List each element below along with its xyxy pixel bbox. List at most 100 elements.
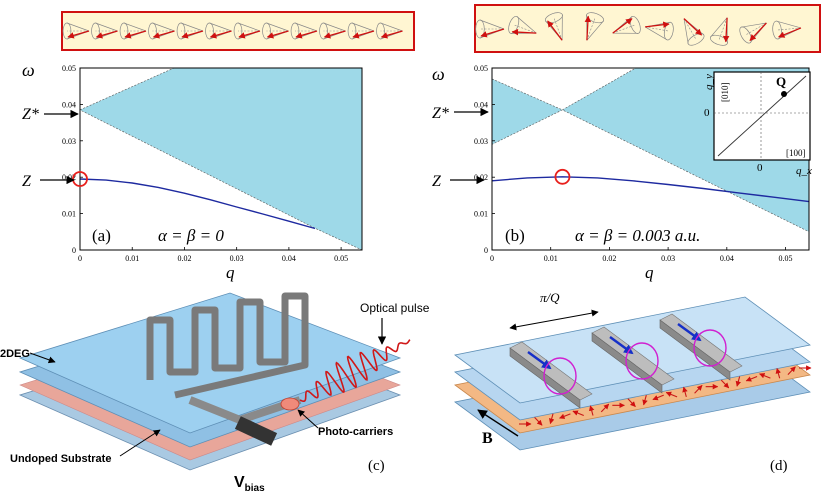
helix-spin-arrow xyxy=(559,413,571,419)
spin-cone xyxy=(347,22,375,40)
spin-cone xyxy=(290,22,318,40)
inset-qx-label: q_x xyxy=(796,165,812,177)
photo-carriers-spot xyxy=(280,397,300,411)
x-tick-label: 0.01 xyxy=(125,254,139,263)
gate-side xyxy=(659,319,731,381)
spin-cone xyxy=(119,22,147,40)
spin-cone xyxy=(683,18,705,46)
y-tick-label: 0.01 xyxy=(474,210,488,219)
gate-stripes xyxy=(509,313,743,409)
panel-label-a: (a) xyxy=(92,226,111,245)
x-tick-label: 0.02 xyxy=(177,254,191,263)
period-label: π/Q xyxy=(540,290,560,305)
spin-cone xyxy=(91,22,118,40)
photo-carriers-label: Photo-carriers xyxy=(318,426,393,438)
z-label-b: Z xyxy=(432,173,442,190)
current-loop xyxy=(625,342,659,380)
panel-label-b: (b) xyxy=(505,226,525,245)
spin-cone xyxy=(508,15,537,36)
inset-q-plane: Q 0 0 [100] q_x [010] q_y xyxy=(703,71,812,177)
inset-y-dir: [010] xyxy=(720,83,730,103)
helix-spin-arrow xyxy=(775,367,781,379)
spin-cone xyxy=(205,22,232,40)
spin-cone xyxy=(612,15,641,34)
formula-a: α = β = 0 xyxy=(158,226,224,245)
helix-spin-arrow xyxy=(642,394,648,406)
x-tick-label: 0.03 xyxy=(661,254,675,263)
spin-cone xyxy=(376,22,403,40)
gate-side xyxy=(509,347,581,409)
zstar-label-b: Z* xyxy=(432,105,449,122)
spin-cone xyxy=(319,22,346,40)
helix-spin-arrow xyxy=(759,373,771,379)
substrate-arrow xyxy=(119,429,161,457)
y-tick-label: 0.02 xyxy=(474,173,488,182)
spin-cones-a xyxy=(62,22,403,40)
spin-cone xyxy=(709,17,730,46)
y-tick-label: 0.05 xyxy=(62,64,76,73)
y-tick-label: 0.05 xyxy=(474,64,488,73)
helix-spin-arrow xyxy=(572,410,584,417)
twodeg-arrow xyxy=(29,352,56,364)
x-tick-label: 0.05 xyxy=(779,254,793,263)
spin-cone xyxy=(584,12,605,41)
x-tick-label: 0.03 xyxy=(230,254,244,263)
spin-strip-a xyxy=(61,11,415,51)
y-tick-label: 0.03 xyxy=(62,137,76,146)
helix-spin-arrow xyxy=(682,386,688,398)
x-tick-label: 0.02 xyxy=(602,254,616,263)
period-arrow xyxy=(509,309,599,331)
dispersion-curve xyxy=(491,176,810,203)
optical-pulse-label: Optical pulse xyxy=(360,301,430,315)
spin-cone xyxy=(772,20,802,40)
helix-spin-arrow xyxy=(548,413,555,425)
inset-zero-y: 0 xyxy=(704,107,710,119)
zstar-label-a: Z* xyxy=(22,106,39,123)
optical-pulse-wave xyxy=(299,339,411,402)
spin-cone xyxy=(176,22,204,40)
helix-spin-arrow xyxy=(627,398,636,407)
bias-probe xyxy=(234,416,278,446)
y-tick-label: 0 xyxy=(484,246,488,255)
spin-strip-b xyxy=(474,4,821,53)
dispersion-minimum-marker xyxy=(554,168,571,185)
spin-cone xyxy=(262,22,289,40)
photo-carriers-arrow xyxy=(297,409,319,429)
helix-spin-arrow xyxy=(600,403,610,413)
inset-q-point xyxy=(781,91,787,97)
gate-side xyxy=(591,332,663,394)
dispersion-curve xyxy=(79,178,316,230)
helix-spin-arrow xyxy=(534,417,543,426)
spin-cone xyxy=(645,21,674,41)
x-tick-label: 0.04 xyxy=(282,254,296,263)
twodeg-label: 2DEG xyxy=(0,348,30,360)
spin-cones-b xyxy=(475,12,802,46)
x-tick-label: 0 xyxy=(490,254,494,263)
y-tick-label: 0.04 xyxy=(62,100,76,109)
helix-spin-arrow xyxy=(694,385,703,394)
helix-spin-arrow xyxy=(735,376,741,387)
x-tick-label: 0.04 xyxy=(720,254,734,263)
interdigitated-electrode xyxy=(146,292,309,399)
spin-cone xyxy=(148,22,175,40)
y-tick-label: 0.03 xyxy=(474,137,488,146)
y-tick-label: 0.04 xyxy=(474,100,488,109)
spin-cone xyxy=(739,22,767,44)
inset-zero-x: 0 xyxy=(757,162,763,174)
spin-cone xyxy=(544,12,563,41)
y-tick-label: 0 xyxy=(72,246,76,255)
substrate-label: Undoped Substrate xyxy=(10,453,111,465)
panel-label-d: (d) xyxy=(770,458,788,474)
heterostructure-panel-d: π/Q B (d) xyxy=(454,290,812,474)
z-label-a: Z xyxy=(22,173,32,190)
inset-q-label: Q xyxy=(776,74,786,89)
formula-b: α = β = 0.003 a.u. xyxy=(575,226,700,245)
q-label-b: q xyxy=(645,263,654,282)
helix-spin-arrow xyxy=(787,366,796,375)
omega-label-b: ω xyxy=(432,64,445,84)
inset-diagonal xyxy=(717,75,807,157)
spin-cone xyxy=(475,19,505,39)
spin-cone xyxy=(233,22,261,40)
